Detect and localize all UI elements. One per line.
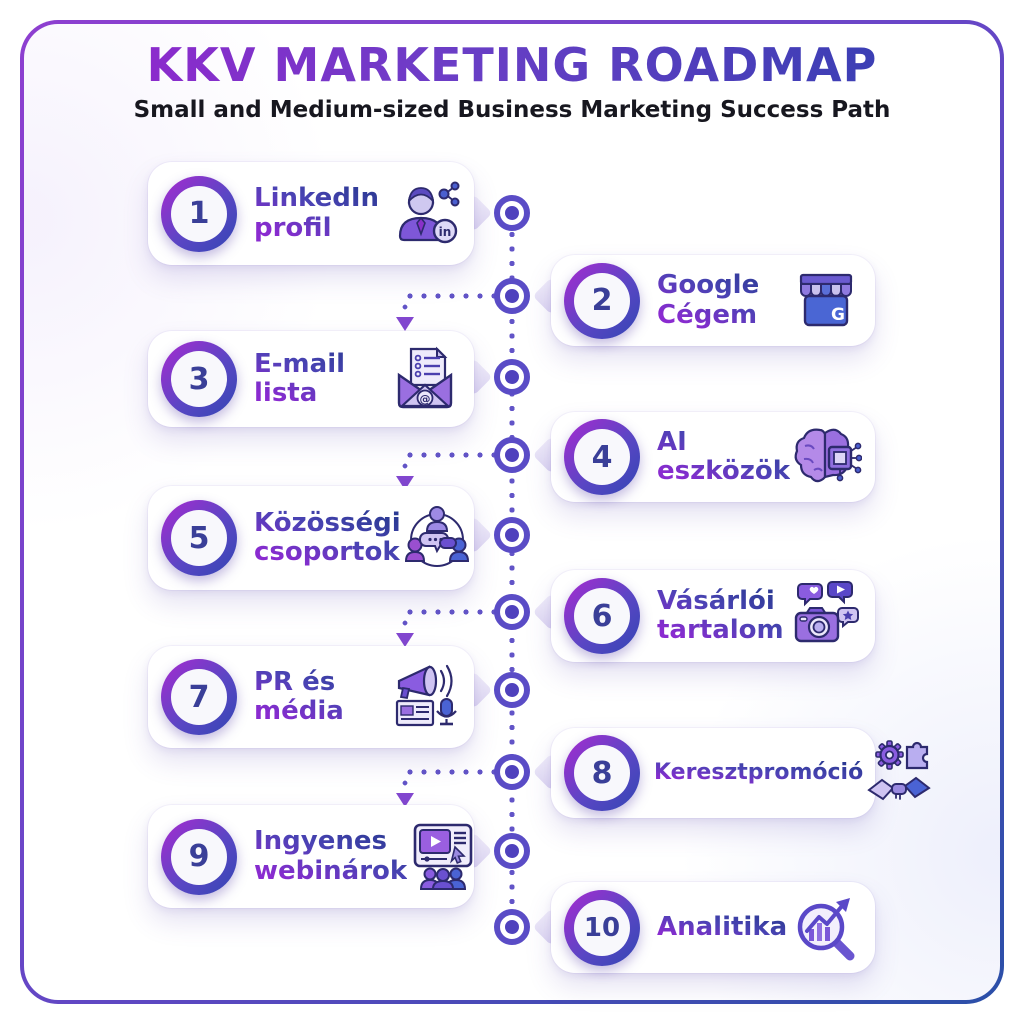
linkedin-profile-icon: in [389, 178, 461, 250]
step-badge: 8 [564, 735, 640, 811]
timeline-node-5 [494, 517, 530, 553]
step-label: E-mail lista [254, 349, 389, 408]
step-card-5: 5 Közösségi csoportok [148, 486, 474, 590]
step-card-8: 8 Keresztpromóció [551, 728, 931, 818]
step-number: 5 [171, 510, 227, 566]
timeline-node-2 [494, 278, 530, 314]
timeline-node-dot [505, 844, 519, 858]
ai-tools-icon [790, 421, 862, 493]
timeline-node-10 [494, 909, 530, 945]
step-label: Keresztpromóció [654, 759, 864, 785]
page-title: KKV MARKETING ROADMAP [0, 38, 1024, 92]
timeline-node-dot [505, 920, 519, 934]
arrow-down-icon [396, 317, 414, 331]
step-number: 10 [574, 899, 630, 956]
arrow-down-icon [396, 633, 414, 647]
step-badge: 6 [564, 578, 640, 654]
step-card-10: 10 Analitika [551, 882, 875, 973]
svg-text:@: @ [420, 393, 431, 406]
arrow-down-icon [396, 793, 414, 807]
step-label: Ingyenes webinárok [254, 826, 408, 886]
branch-connector-6-7 [396, 608, 508, 654]
step-card-6: 6 Vásárlói tartalom [551, 570, 875, 662]
timeline-node-dot [505, 289, 519, 303]
analytics-icon [790, 892, 862, 964]
step-label: AI eszközök [657, 426, 790, 486]
branch-connector-8-9 [396, 768, 508, 814]
step-label: Google Cégem [657, 271, 790, 329]
step-label: Közösségi csoportok [254, 507, 401, 567]
step-number: 1 [171, 185, 227, 242]
step-badge: 4 [564, 419, 640, 495]
step-badge: 10 [564, 889, 640, 966]
step-card-1: 1 LinkedIn profil in [148, 162, 474, 265]
customer-content-icon [790, 580, 862, 652]
step-label: Vásárlói tartalom [657, 586, 790, 645]
page-subtitle: Small and Medium-sized Business Marketin… [133, 97, 891, 123]
step-number: 3 [171, 351, 227, 407]
step-badge: 9 [161, 818, 237, 895]
step-number: 4 [574, 429, 630, 485]
timeline-node-8 [494, 754, 530, 790]
timeline-node-dot [505, 370, 519, 384]
timeline-node-3 [494, 359, 530, 395]
branch-connector-2-3 [396, 292, 508, 338]
timeline-node-9 [494, 833, 530, 869]
step-number: 6 [574, 588, 630, 644]
svg-text:G: G [831, 305, 845, 325]
google-business-icon: G [790, 265, 862, 337]
step-card-3: 3 E-mail lista @ [148, 331, 474, 427]
timeline-node-dot [505, 448, 519, 462]
step-badge: 5 [161, 500, 237, 576]
community-groups-icon [401, 502, 473, 574]
step-number: 2 [574, 272, 630, 329]
timeline-node-dot [505, 765, 519, 779]
timeline-node-dot [505, 528, 519, 542]
timeline-dotted-line [508, 213, 516, 929]
free-webinars-icon [407, 821, 479, 893]
step-label: PR és média [254, 667, 389, 726]
timeline-node-4 [494, 437, 530, 473]
svg-text:in: in [439, 225, 452, 239]
step-label: Analitika [657, 912, 790, 942]
timeline-node-dot [505, 206, 519, 220]
timeline-node-6 [494, 594, 530, 630]
step-card-4: 4 AI eszközök [551, 412, 875, 502]
timeline-node-dot [505, 605, 519, 619]
step-card-9: 9 Ingyenes webinárok [148, 805, 474, 908]
step-number: 7 [171, 669, 227, 725]
step-number: 9 [171, 828, 227, 885]
step-card-2: 2 Google Cégem G [551, 255, 875, 346]
step-label: LinkedIn profil [254, 184, 389, 242]
step-card-7: 7 PR és média [148, 646, 474, 748]
timeline-node-7 [494, 672, 530, 708]
step-number: 8 [574, 745, 630, 801]
pr-media-icon [389, 661, 461, 733]
timeline-node-1 [494, 195, 530, 231]
step-badge: 3 [161, 341, 237, 417]
step-badge: 7 [161, 659, 237, 735]
step-badge: 1 [161, 175, 237, 252]
cross-promotion-icon [863, 737, 935, 809]
timeline-node-dot [505, 683, 519, 697]
email-list-icon: @ [389, 343, 461, 415]
step-badge: 2 [564, 262, 640, 339]
